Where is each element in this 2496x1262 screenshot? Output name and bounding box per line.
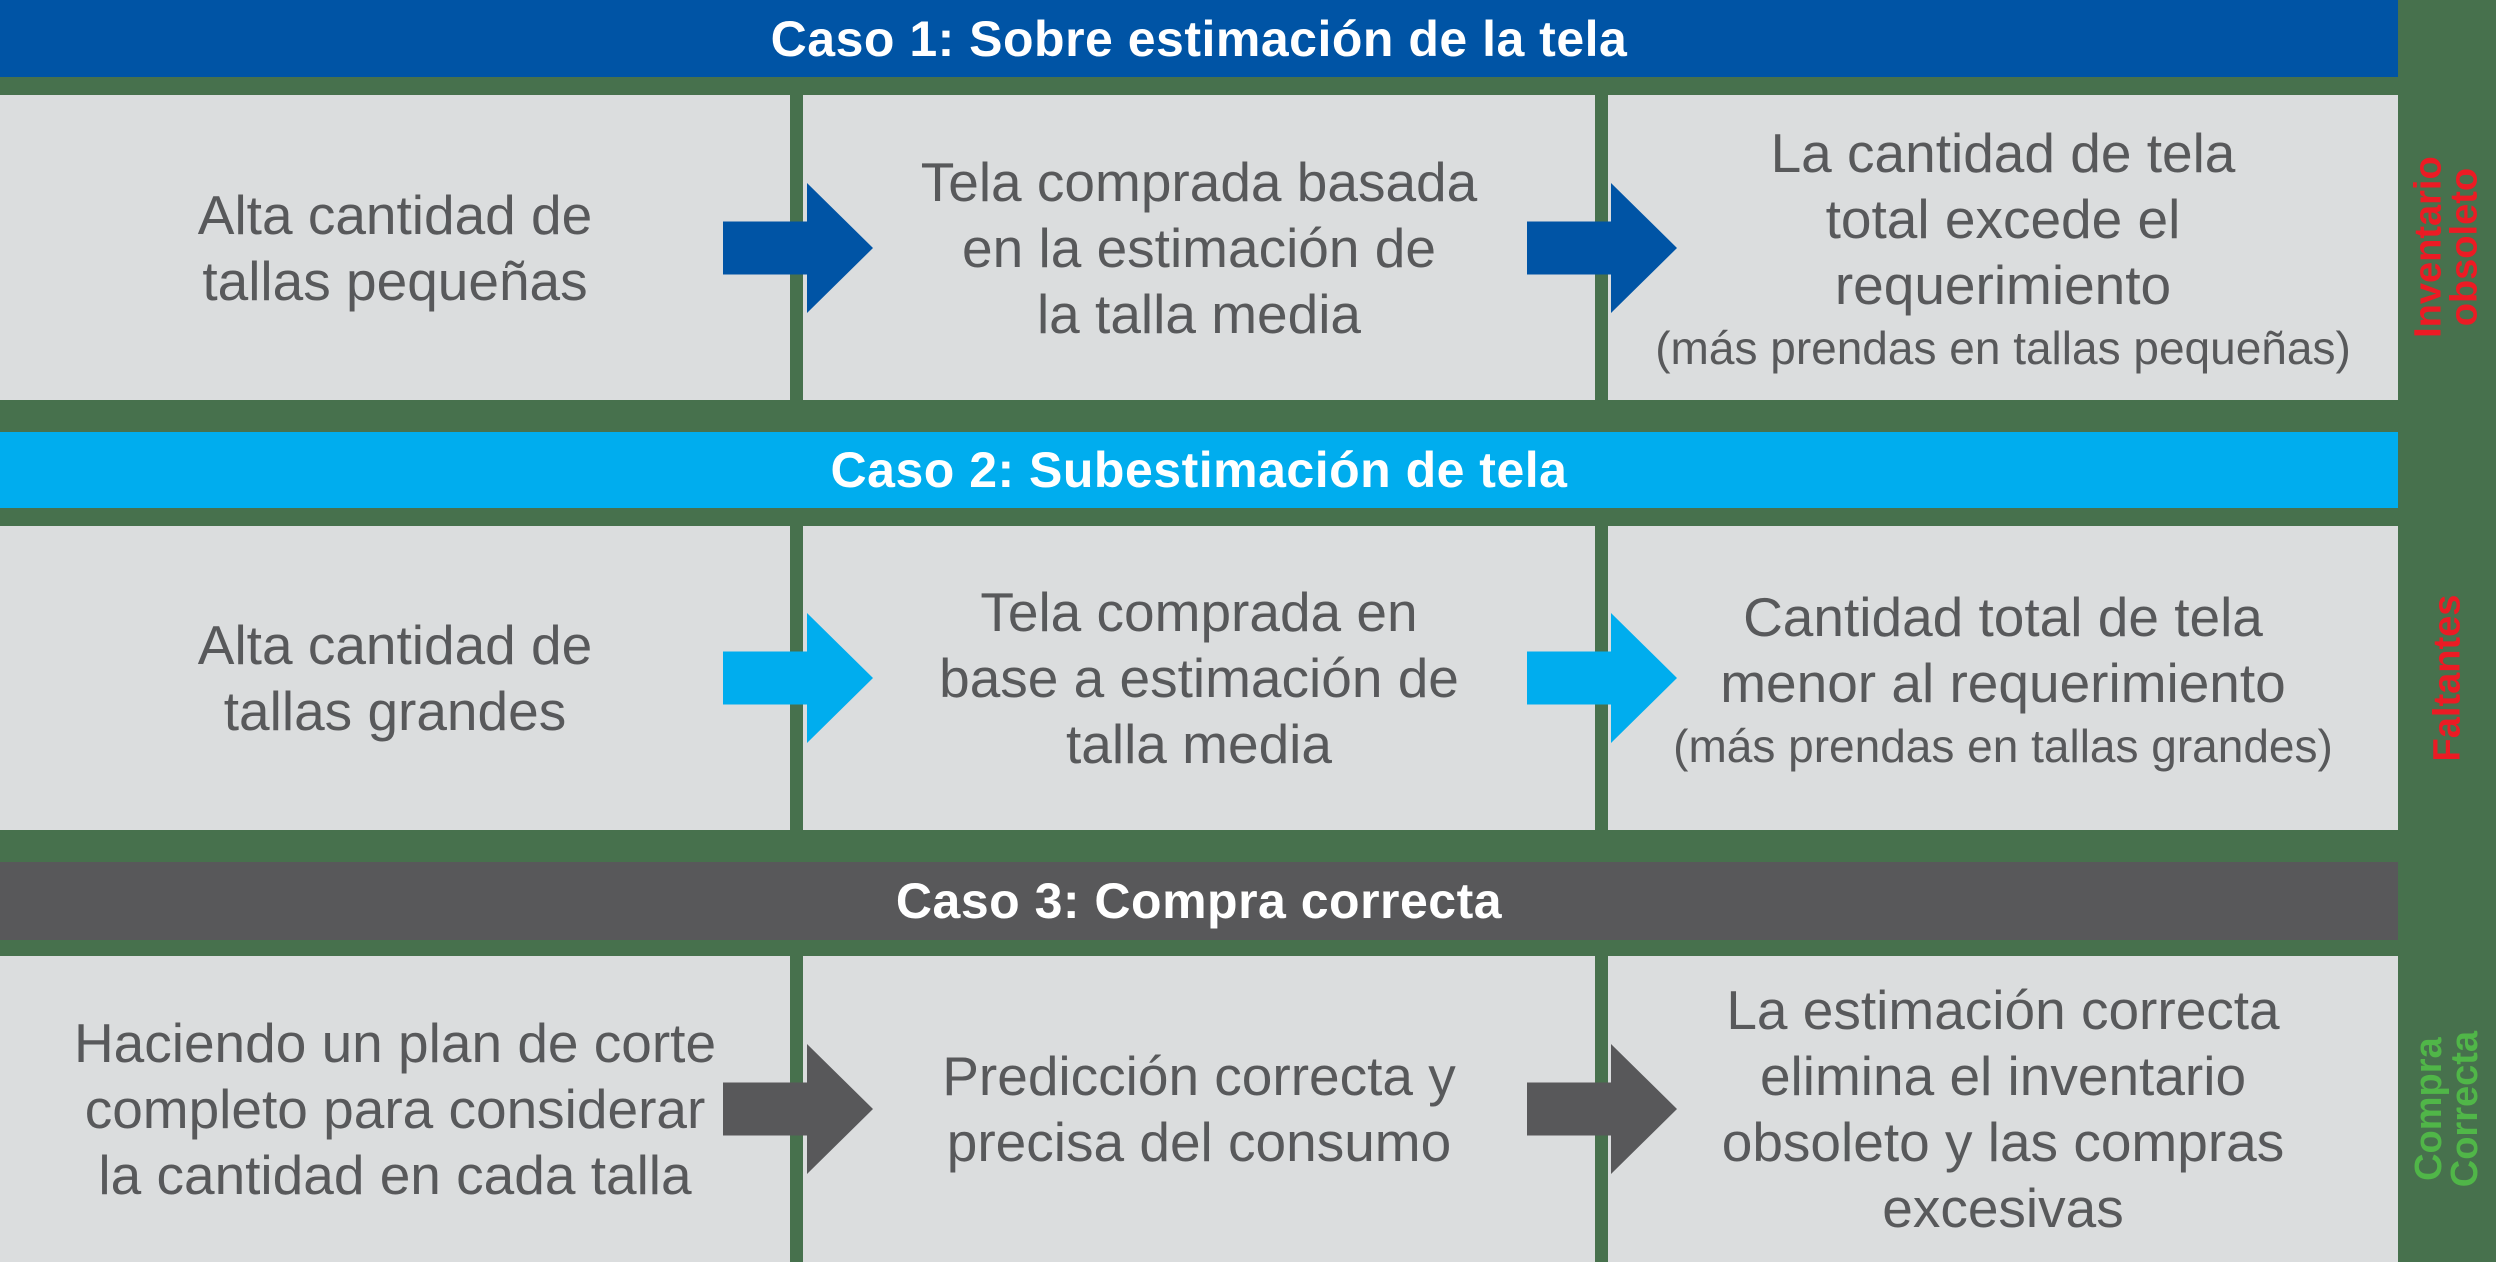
case-1-box-action-text: Tela comprada basada en la estimación de… — [920, 150, 1478, 345]
case-2-box-action-text: Tela comprada en base a estimación de ta… — [939, 581, 1459, 775]
right-arrow-icon — [1527, 183, 1677, 313]
case-2-outcome-label: Faltantes — [2425, 594, 2468, 762]
case-3-arrow-2 — [1527, 1044, 1677, 1174]
case-1-arrow-1 — [723, 183, 873, 313]
case-2-box-result: Cantidad total de tela menor al requerim… — [1608, 526, 2398, 830]
case-3-header: Caso 3: Compra correcta — [0, 862, 2398, 940]
case-3-outcome: Compra Correcta — [2398, 956, 2496, 1262]
case-3-box-action: Predicción correcta y precisa del consum… — [803, 956, 1595, 1262]
case-2-box-result-text: Cantidad total de tela menor al requerim… — [1720, 585, 2286, 714]
case-1-outcome: Inventario obsoleto — [2398, 95, 2496, 400]
case-2-header: Caso 2: Subestimación de tela — [0, 432, 2398, 508]
case-3-outcome-label: Compra Correcta — [2407, 1030, 2487, 1188]
case-2-outcome: Faltantes — [2398, 526, 2496, 830]
case-1-box-action: Tela comprada basada en la estimación de… — [803, 95, 1595, 400]
case-3-box-cause: Haciendo un plan de corte completo para … — [0, 956, 790, 1262]
case-2-box-cause: Alta cantidad de tallas grandes — [0, 526, 790, 830]
case-1-box-cause-text: Alta cantidad de tallas pequeñas — [197, 183, 593, 312]
case-3-arrow-1 — [723, 1044, 873, 1174]
case-1-outcome-label: Inventario obsoleto — [2407, 156, 2487, 339]
right-arrow-icon — [723, 1044, 873, 1174]
case-3-box-cause-text: Haciendo un plan de corte completo para … — [73, 1012, 717, 1206]
case-2-arrow-2 — [1527, 613, 1677, 743]
case-1-arrow-2 — [1527, 183, 1677, 313]
case-3-box-action-text: Predicción correcta y precisa del consum… — [942, 1045, 1456, 1173]
right-arrow-icon — [723, 613, 873, 743]
case-2-box-action: Tela comprada en base a estimación de ta… — [803, 526, 1595, 830]
case-2-box-cause-text: Alta cantidad de tallas grandes — [197, 614, 593, 742]
case-1-box-result-note: (más prendas en tallas pequeñas) — [1655, 322, 2351, 375]
case-1-header: Caso 1: Sobre estimación de la tela — [0, 0, 2398, 77]
right-arrow-icon — [1527, 1044, 1677, 1174]
case-3-box-result: La estimación correcta elimina el invent… — [1608, 956, 2398, 1262]
case-1-box-result-text: La cantidad de tela total excede el requ… — [1770, 122, 2236, 317]
case-3-box-result-text: La estimación correcta elimina el invent… — [1721, 979, 2285, 1239]
right-arrow-icon — [723, 183, 873, 313]
case-2-box-result-note: (más prendas en tallas grandes) — [1673, 719, 2333, 772]
case-2-arrow-1 — [723, 613, 873, 743]
case-1-box-cause: Alta cantidad de tallas pequeñas — [0, 95, 790, 400]
right-arrow-icon — [1527, 613, 1677, 743]
case-1-box-result: La cantidad de tela total excede el requ… — [1608, 95, 2398, 400]
